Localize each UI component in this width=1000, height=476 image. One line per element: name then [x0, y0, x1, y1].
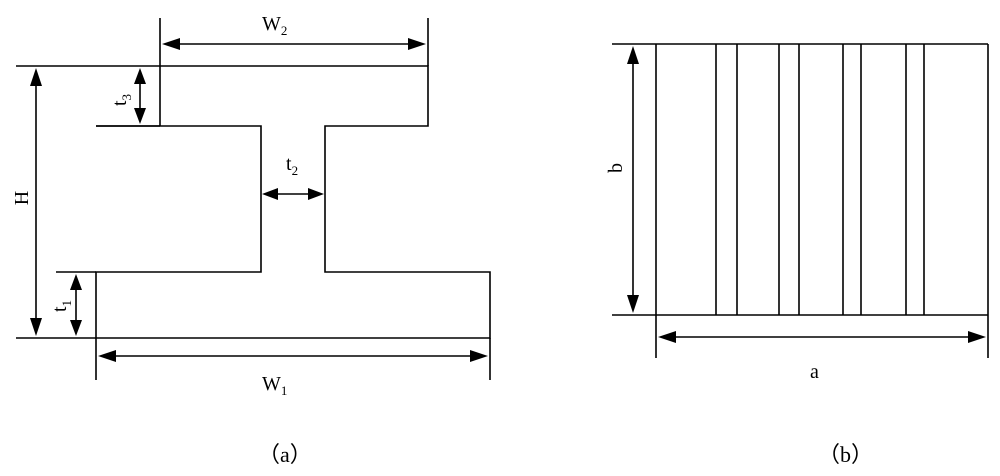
a-label: a	[810, 361, 819, 383]
h-arrow-top	[30, 68, 42, 86]
b-arrow-top	[627, 46, 639, 64]
w1-arrow-left	[98, 350, 116, 362]
a-arrow-left	[658, 331, 676, 343]
t1-arrow-top	[70, 274, 82, 290]
t2-arrow-right	[308, 188, 324, 200]
t3-label: t3	[109, 94, 134, 106]
w1-arrow-right	[470, 350, 488, 362]
h-label: H	[11, 191, 33, 205]
w1-label: W1	[262, 373, 287, 398]
t1-arrow-bottom	[70, 320, 82, 336]
h-arrow-bottom	[30, 318, 42, 336]
ibeam-outline	[95, 65, 491, 339]
b-arrow-bottom	[627, 295, 639, 313]
t1-label: t1	[49, 300, 74, 312]
w2-arrow-right	[408, 38, 426, 50]
w2-arrow-left	[162, 38, 180, 50]
t2-arrow-left	[262, 188, 278, 200]
t3-arrow-bottom	[134, 108, 146, 124]
t3-arrow-top	[134, 68, 146, 84]
figure-a: W2 H t3 t2 t1 W1 （a）	[11, 13, 491, 467]
caption-b: （b）	[818, 442, 873, 467]
caption-a: （a）	[258, 442, 312, 467]
t2-label: t2	[286, 153, 298, 178]
a-arrow-right	[968, 331, 986, 343]
b-label: b	[605, 163, 627, 173]
figure-b: b a （b）	[605, 43, 989, 467]
w2-label: W2	[262, 13, 287, 38]
